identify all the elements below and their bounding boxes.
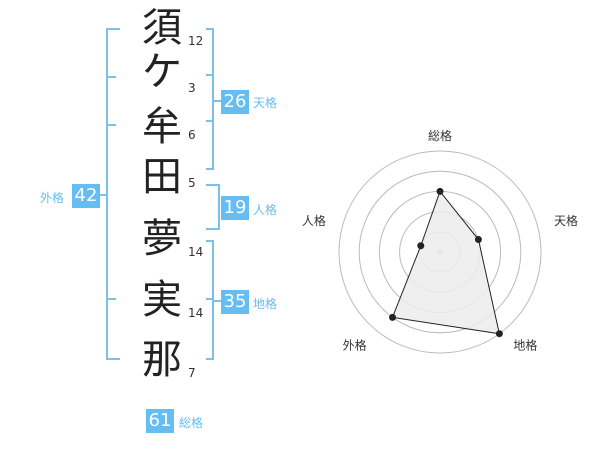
stroke-count-2: 3 — [188, 81, 196, 95]
chikaku-connector — [214, 300, 222, 302]
radar-axis-label: 総格 — [428, 128, 452, 143]
radar-point-外格 — [389, 313, 397, 321]
stroke-count-7: 7 — [188, 366, 196, 380]
chikaku-bracket-top — [206, 240, 214, 242]
chikaku-value: 35 — [221, 290, 249, 314]
tenkaku-value: 26 — [221, 90, 249, 114]
jinkaku-value: 19 — [221, 196, 249, 220]
name-char-4: 田 — [142, 154, 182, 200]
bracket-tick — [106, 298, 116, 300]
bracket-tick — [106, 76, 116, 78]
jinkaku-bracket-top — [206, 184, 220, 186]
bracket-tick — [206, 298, 214, 300]
tenkaku-bracket-line — [212, 28, 214, 170]
radar-point-人格 — [417, 242, 425, 250]
radar-point-地格 — [495, 330, 503, 338]
chikaku-bracket-line — [212, 240, 214, 360]
tenkaku-connector — [214, 100, 222, 102]
stroke-count-6: 14 — [188, 306, 204, 320]
jinkaku-bracket-line — [218, 184, 220, 230]
tenkaku-bracket-bottom — [206, 168, 214, 170]
radar-axis-label: 人格 — [302, 213, 326, 228]
gaikaku-label: 外格 — [40, 191, 65, 205]
bracket-tick — [206, 74, 214, 76]
bracket-tick — [106, 124, 116, 126]
name-char-6: 実 — [142, 277, 182, 323]
soukaku-value: 61 — [146, 409, 174, 433]
stroke-count-3: 6 — [188, 128, 196, 142]
gaikaku-connector — [100, 194, 108, 196]
name-char-3: 牟 — [142, 104, 182, 150]
jinkaku-bracket-bottom — [206, 228, 220, 230]
radar-axis-label: 地格 — [513, 338, 537, 353]
radar-ring — [338, 150, 542, 354]
soukaku-label: 総格 — [179, 416, 204, 430]
name-char-1: 須 — [142, 5, 182, 51]
gaikaku-value: 42 — [72, 184, 100, 208]
gaikaku-bracket-top — [106, 28, 120, 30]
radar-point-天格 — [474, 236, 482, 244]
chikaku-label: 地格 — [253, 297, 278, 311]
radar-ring — [358, 170, 522, 334]
bracket-tick — [206, 120, 214, 122]
radar-axis-label: 外格 — [343, 338, 367, 353]
stroke-count-5: 14 — [188, 245, 204, 259]
gaikaku-bracket-bottom — [106, 358, 120, 360]
tenkaku-label: 天格 — [253, 96, 278, 110]
radar-polygon — [391, 190, 501, 335]
chikaku-bracket-bottom — [206, 358, 214, 360]
radar-point-総格 — [436, 187, 444, 195]
tenkaku-bracket-top — [206, 28, 214, 30]
jinkaku-label: 人格 — [253, 203, 278, 217]
name-char-2: ケ — [142, 49, 182, 95]
name-char-5: 夢 — [142, 216, 182, 262]
stroke-count-1: 12 — [188, 34, 204, 48]
radar-axis-label: 天格 — [554, 213, 578, 228]
stroke-count-4: 5 — [188, 176, 196, 190]
name-char-7: 那 — [142, 337, 182, 383]
